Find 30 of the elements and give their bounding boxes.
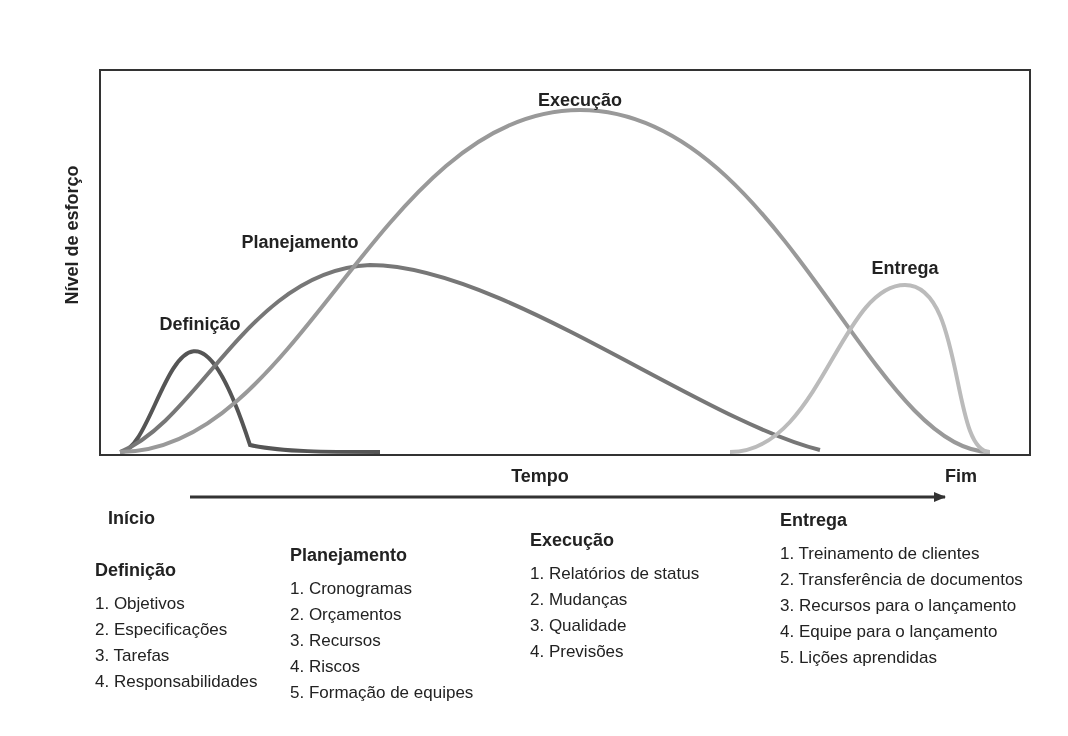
list-item: 3. Recursos: [290, 631, 381, 651]
list-item: 4. Responsabilidades: [95, 672, 258, 692]
list-item: 3. Recursos para o lançamento: [780, 596, 1017, 616]
axis-title: Tempo: [511, 466, 569, 487]
list-item: 4. Previsões: [530, 642, 624, 662]
list-item: 1. Treinamento de clientes: [780, 544, 980, 564]
list-item: 3. Tarefas: [95, 646, 170, 666]
list-heading: Execução: [530, 530, 615, 551]
axis-label: Fim: [945, 466, 977, 487]
list-item: 5. Formação de equipes: [290, 683, 474, 703]
list-item: 1. Relatórios de status: [530, 564, 700, 584]
list-item: 2. Orçamentos: [290, 605, 402, 625]
list-item: 2. Mudanças: [530, 590, 628, 610]
curve-label: Execução: [537, 90, 623, 111]
list-item: 5. Lições aprendidas: [780, 648, 937, 668]
list-heading: Planejamento: [290, 545, 408, 566]
list-heading: Entrega: [780, 510, 848, 531]
curve-label: Definição: [159, 314, 241, 335]
list-item: 1. Cronogramas: [290, 579, 412, 599]
list-item: 4. Equipe para o lançamento: [780, 622, 998, 642]
list-item: 3. Qualidade: [530, 616, 627, 636]
list-heading: Definição: [95, 560, 177, 581]
list-item: 4. Riscos: [290, 657, 360, 677]
list-item: 1. Objetivos: [95, 594, 185, 614]
axis-title: Nível de esforço: [62, 165, 83, 305]
curve-label: Entrega: [871, 258, 939, 279]
axis-label: Início: [108, 508, 155, 529]
list-item: 2. Especificações: [95, 620, 228, 640]
curve-label: Planejamento: [241, 232, 359, 253]
list-item: 2. Transferência de documentos: [780, 570, 1023, 590]
